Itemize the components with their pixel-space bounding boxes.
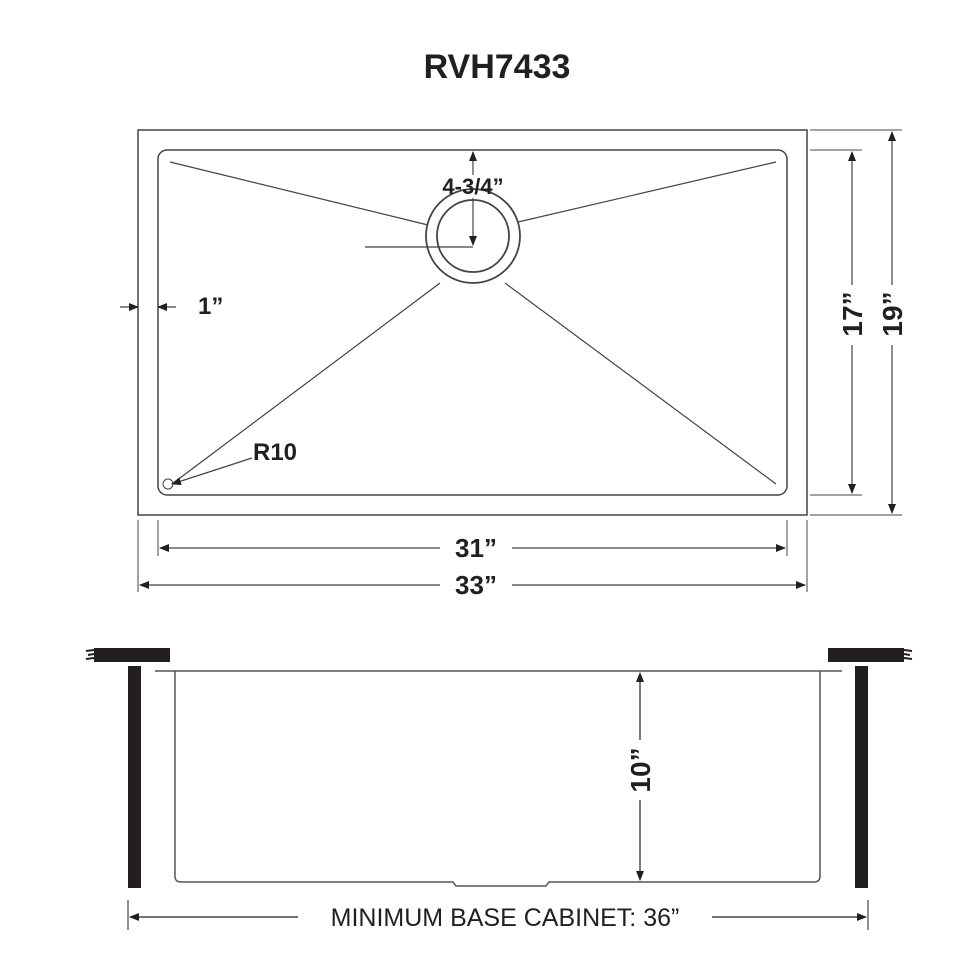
- top-view: [120, 129, 902, 592]
- corner-radius-label: R10: [253, 439, 297, 466]
- side-view: [85, 648, 913, 930]
- outer-depth-label: 19”: [877, 291, 908, 336]
- sink-profile: [155, 670, 842, 887]
- sink-outer-rim: [137, 129, 808, 516]
- rim-width-label: 1”: [198, 293, 223, 320]
- countertop-left: [94, 648, 170, 662]
- drain-outer: [425, 188, 521, 284]
- outer-width-label: 33”: [455, 570, 497, 600]
- drain-size-label: 4-3/4”: [442, 174, 503, 199]
- cabinet-wall-left: [128, 666, 141, 888]
- model-title: RVH7433: [424, 48, 571, 86]
- cabinet-size-label: MINIMUM BASE CABINET: 36”: [331, 904, 680, 932]
- cabinet-wall-right: [855, 666, 868, 888]
- corner-radius-mark: [162, 478, 174, 490]
- sink-bowl: [157, 149, 788, 496]
- bowl-depth-label: 10”: [625, 747, 656, 792]
- inner-width-label: 31”: [455, 533, 497, 563]
- countertop-right: [828, 648, 904, 662]
- inner-depth-label: 17”: [837, 291, 868, 336]
